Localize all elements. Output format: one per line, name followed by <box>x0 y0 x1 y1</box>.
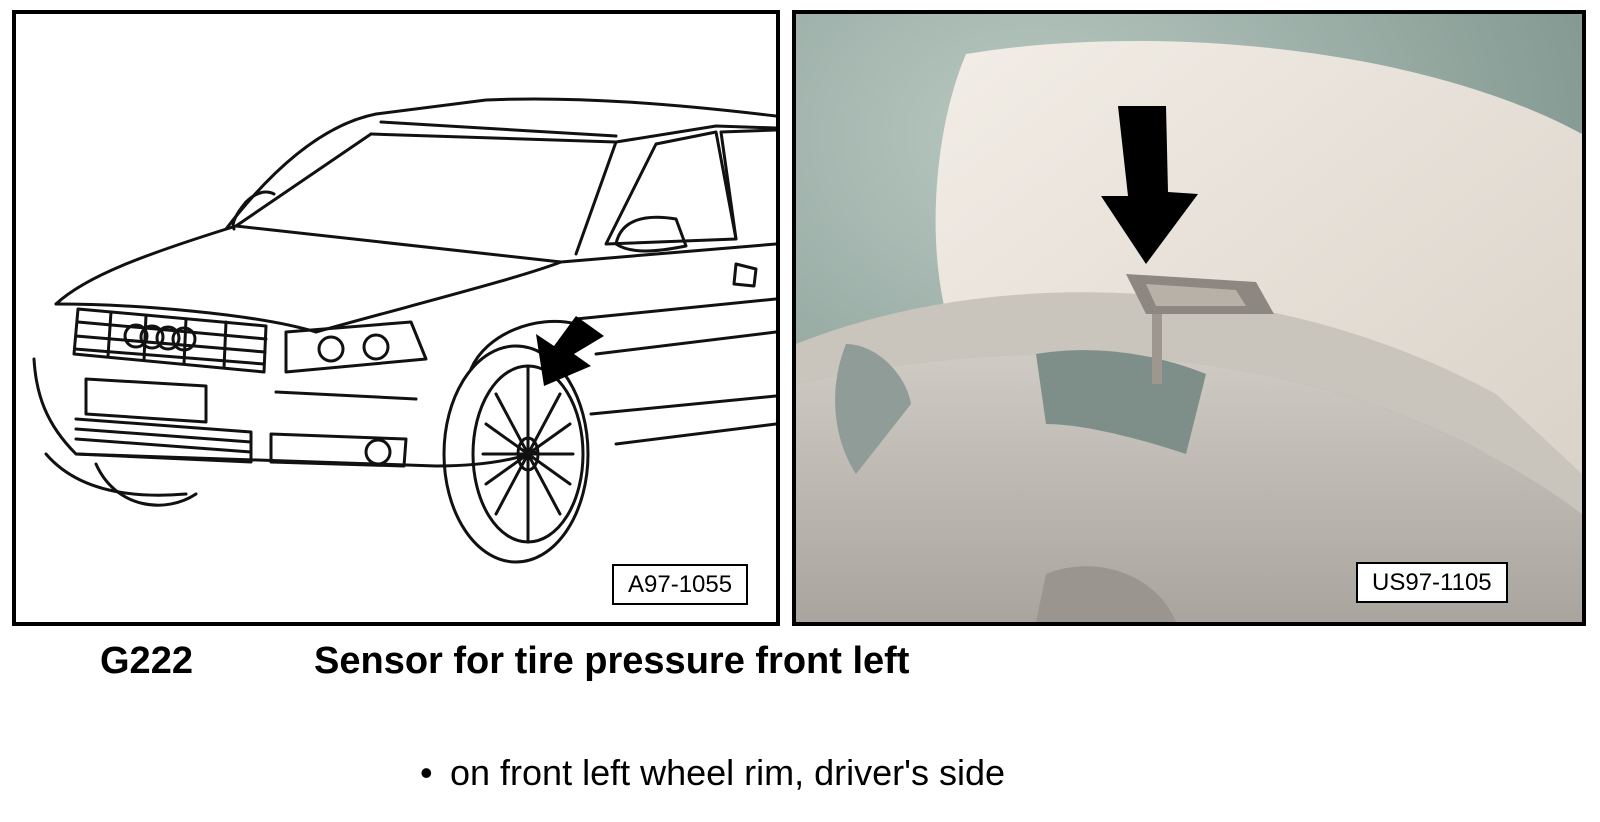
location-bullet-item: • on front left wheel rim, driver's side <box>420 752 1005 794</box>
figure-id-left: A97-1055 <box>612 564 749 605</box>
component-name: Sensor for tire pressure front left <box>314 640 910 682</box>
component-code: G222 <box>100 640 193 682</box>
wheel-rim-photo <box>796 14 1582 622</box>
car-illustration-panel: A97-1055 <box>12 10 780 626</box>
car-line-drawing <box>32 97 776 564</box>
location-text: on front left wheel rim, driver's side <box>450 752 1006 793</box>
figure-id-right: US97-1105 <box>1356 562 1508 603</box>
bullet-icon: • <box>420 752 433 793</box>
wheel-rim-photo-panel: US97-1105 <box>792 10 1586 626</box>
arrow-icon <box>1101 106 1198 264</box>
arrow-icon <box>536 316 604 386</box>
